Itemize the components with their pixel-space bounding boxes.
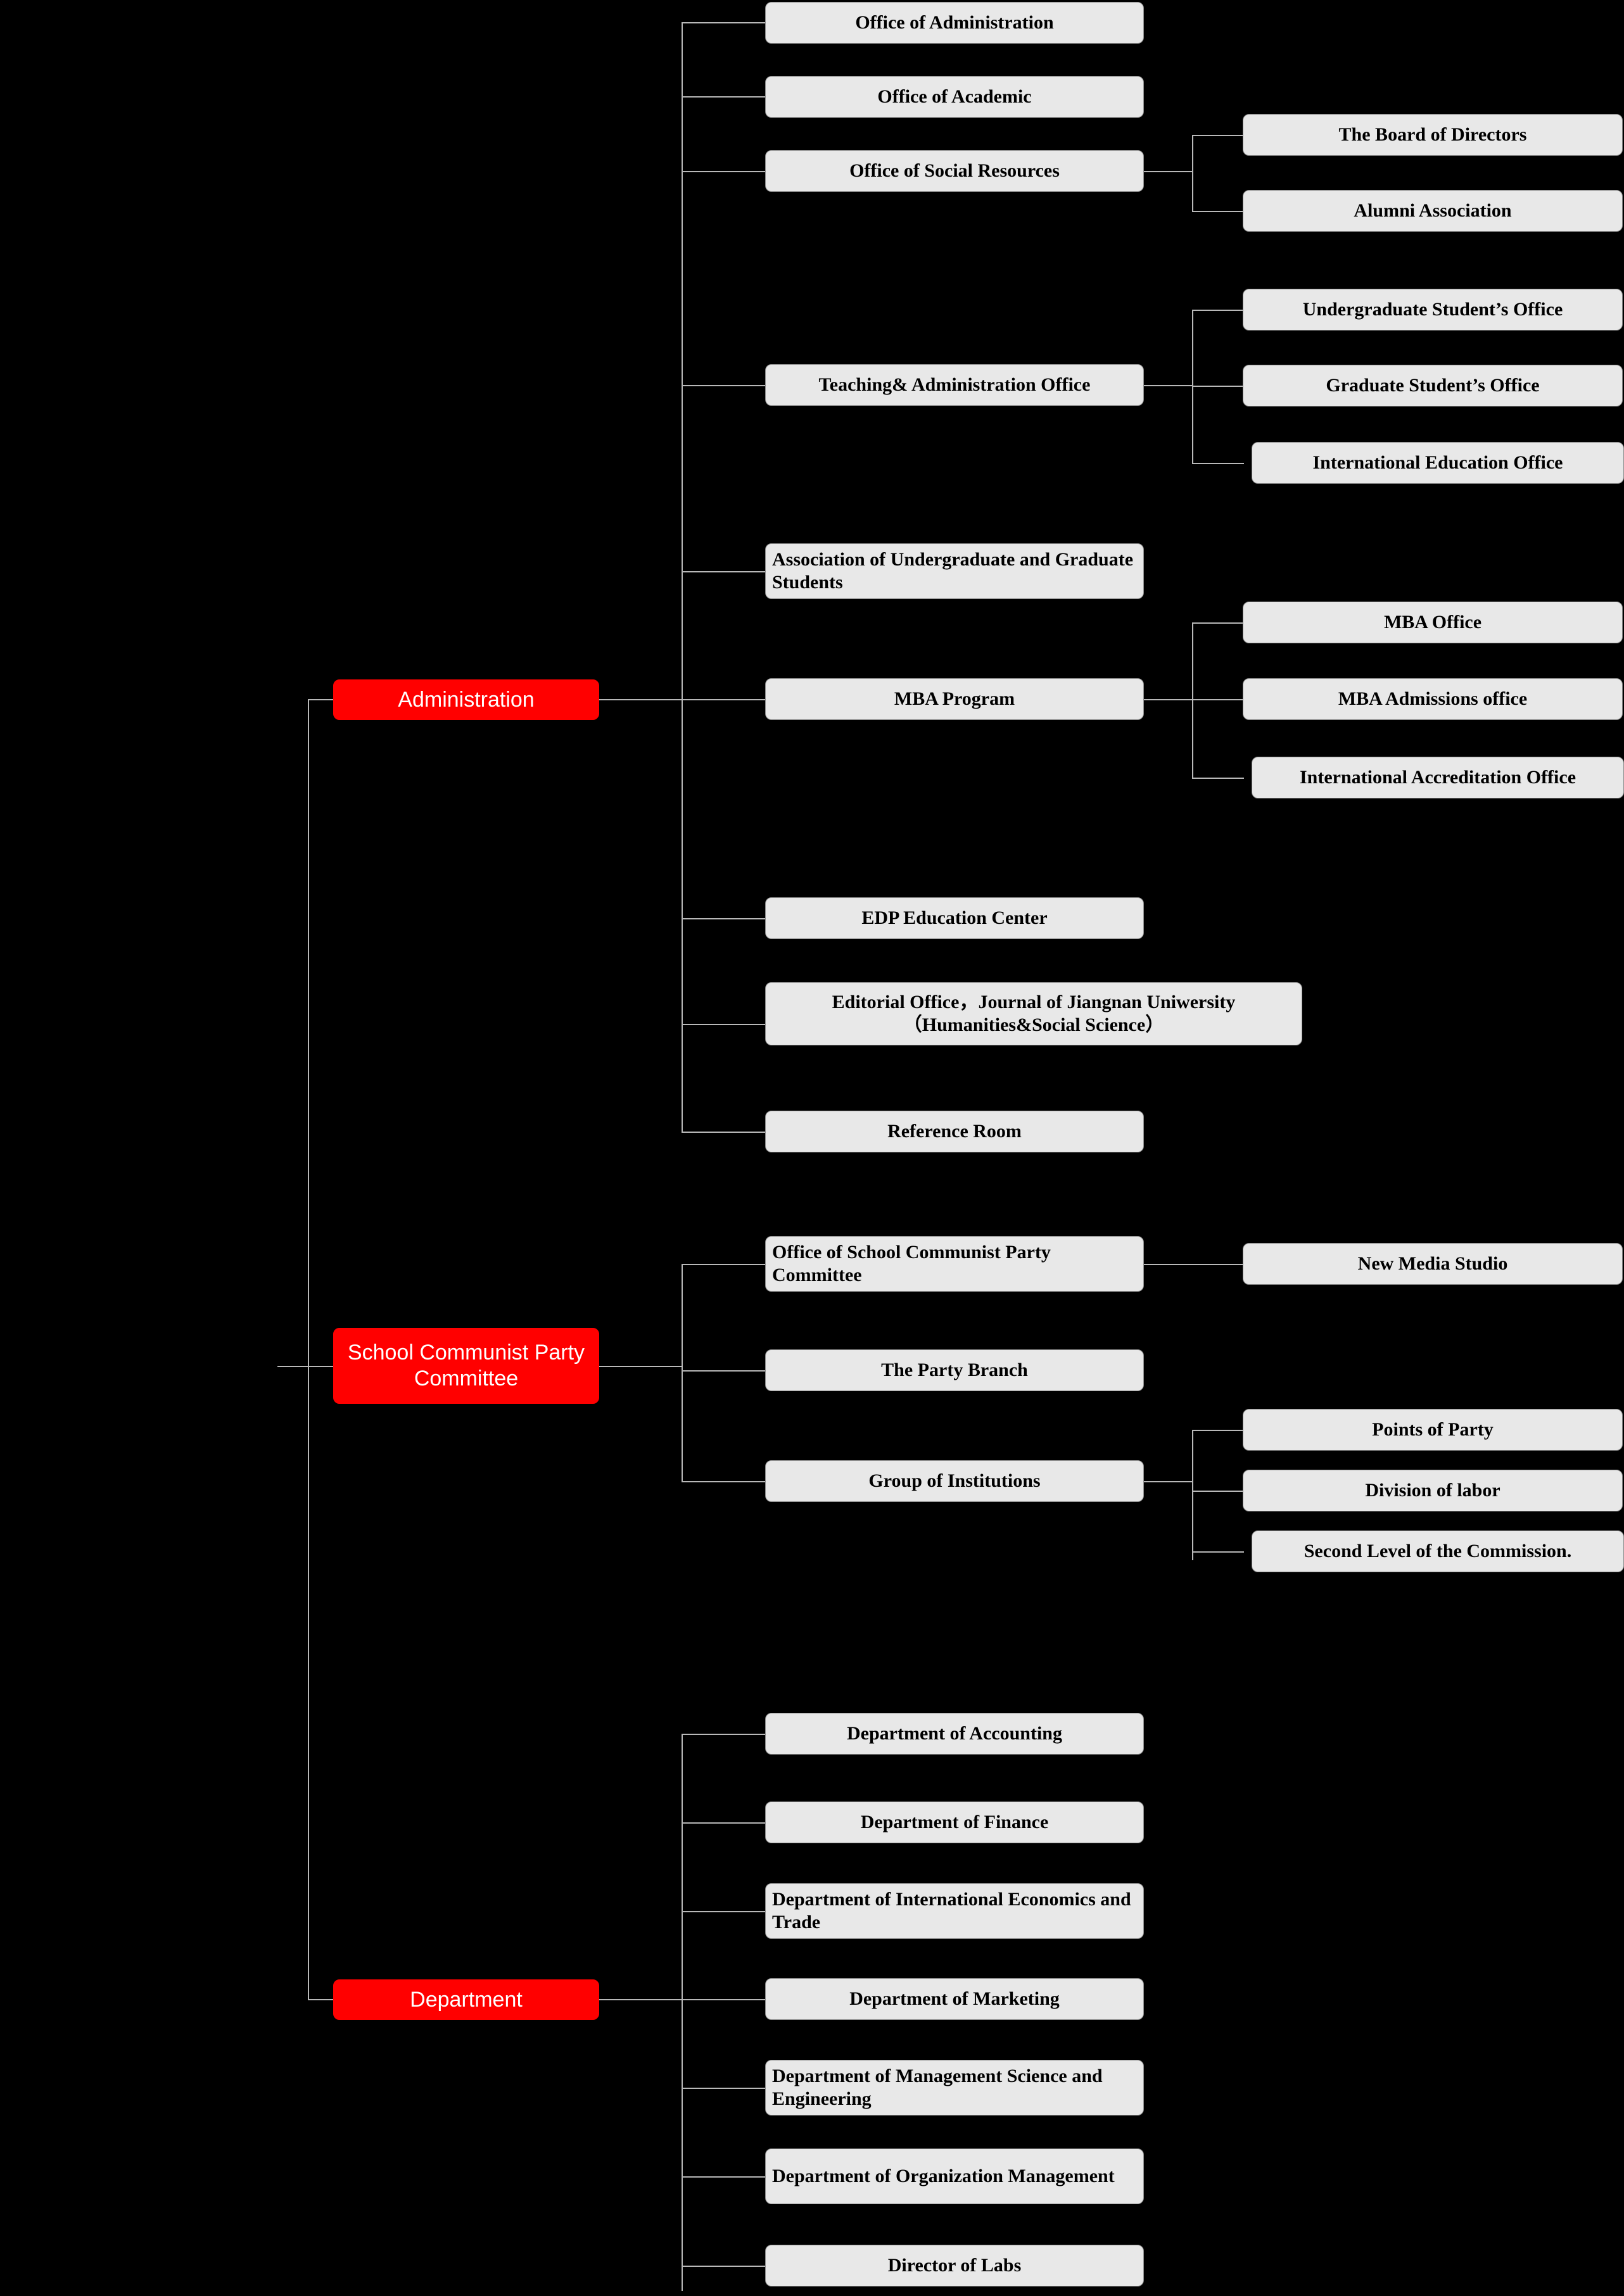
connector-party-child-1: [682, 1264, 766, 1265]
node-board-of-directors[interactable]: The Board of Directors: [1243, 114, 1623, 156]
connector-admin-child-2: [682, 96, 766, 98]
connector-administration-spine: [682, 22, 683, 1132]
branch-department[interactable]: Department: [333, 1979, 599, 2020]
connector-root-to-department: [308, 1999, 336, 2000]
node-mba-program[interactable]: MBA Program: [765, 678, 1144, 720]
node-graduate-students-office[interactable]: Graduate Student’s Office: [1243, 365, 1623, 407]
connector-teaching-out: [1144, 385, 1193, 386]
node-mba-office[interactable]: MBA Office: [1243, 602, 1623, 643]
node-teaching-administration-office[interactable]: Teaching& Administration Office: [765, 364, 1144, 406]
node-the-party-branch[interactable]: The Party Branch: [765, 1349, 1144, 1391]
connector-admin-child-4: [682, 385, 766, 386]
node-second-level-commission[interactable]: Second Level of the Commission.: [1252, 1530, 1624, 1572]
connector-dept-child-6: [682, 2176, 766, 2178]
node-office-of-social-resources[interactable]: Office of Social Resources: [765, 150, 1144, 192]
connector-dept-child-2: [682, 1822, 766, 1824]
node-association-undergrad-grad-students[interactable]: Association of Undergraduate and Graduat…: [765, 543, 1144, 599]
connector-admin-child-1: [682, 22, 766, 23]
node-points-of-party[interactable]: Points of Party: [1243, 1409, 1623, 1451]
connector-social-gc-1: [1192, 135, 1244, 136]
connector-group-gc-2: [1192, 1491, 1244, 1492]
connector-teaching-gc-1: [1192, 310, 1244, 311]
connector-group-gc-3: [1192, 1551, 1244, 1553]
connector-department-spine: [682, 1734, 683, 2291]
node-department-organization-management[interactable]: Department of Organization Management: [765, 2148, 1144, 2204]
connector-admin-child-3: [682, 171, 766, 172]
connector-dept-child-4: [682, 1999, 766, 2000]
node-office-of-academic[interactable]: Office of Academic: [765, 76, 1144, 118]
node-international-accreditation-office[interactable]: International Accreditation Office: [1252, 757, 1624, 798]
connector-teaching-gc-3: [1192, 463, 1244, 464]
connector-admin-child-8: [682, 1024, 766, 1025]
connector-root-stub: [277, 1366, 328, 1367]
node-department-of-finance[interactable]: Department of Finance: [765, 1801, 1144, 1843]
connector-mba-gc-1: [1192, 622, 1244, 624]
connector-party-office-to-media: [1144, 1264, 1249, 1265]
branch-party-committee[interactable]: School Communist Party Committee: [333, 1328, 599, 1404]
node-mba-admissions-office[interactable]: MBA Admissions office: [1243, 678, 1623, 720]
connector-dept-child-7: [682, 2266, 766, 2267]
node-office-of-administration[interactable]: Office of Administration: [765, 2, 1144, 44]
node-department-of-marketing[interactable]: Department of Marketing: [765, 1978, 1144, 2020]
node-edp-education-center[interactable]: EDP Education Center: [765, 897, 1144, 939]
connector-party-out: [599, 1366, 683, 1367]
connector-teaching-gc-2: [1192, 386, 1244, 387]
node-new-media-studio[interactable]: New Media Studio: [1243, 1243, 1623, 1285]
connector-social-spine: [1192, 135, 1193, 211]
connector-mba-gc-3: [1192, 778, 1244, 779]
connector-dept-child-5: [682, 2088, 766, 2089]
connector-admin-child-7: [682, 918, 766, 919]
connector-group-spine: [1192, 1430, 1193, 1560]
node-division-of-labor[interactable]: Division of labor: [1243, 1470, 1623, 1511]
connector-party-child-3: [682, 1481, 766, 1482]
node-department-of-accounting[interactable]: Department of Accounting: [765, 1713, 1144, 1755]
connector-party-child-2: [682, 1370, 766, 1372]
connector-department-out: [599, 1999, 683, 2000]
connector-root-to-administration: [308, 699, 336, 700]
connector-dept-child-1: [682, 1734, 766, 1735]
connector-social-gc-2: [1192, 211, 1244, 212]
node-director-of-labs[interactable]: Director of Labs: [765, 2245, 1144, 2287]
node-department-international-economics-trade[interactable]: Department of International Economics an…: [765, 1883, 1144, 1939]
connector-mba-gc-2: [1192, 699, 1244, 700]
connector-admin-child-6: [682, 699, 766, 700]
connector-group-out: [1144, 1481, 1193, 1482]
node-editorial-office-journal[interactable]: Editorial Office，Journal of Jiangnan Uni…: [765, 982, 1302, 1045]
node-department-management-science-engineering[interactable]: Department of Management Science and Eng…: [765, 2060, 1144, 2116]
node-reference-room[interactable]: Reference Room: [765, 1111, 1144, 1152]
connector-admin-child-5: [682, 571, 766, 572]
node-undergraduate-students-office[interactable]: Undergraduate Student’s Office: [1243, 289, 1623, 331]
node-office-school-party-committee[interactable]: Office of School Communist Party Committ…: [765, 1236, 1144, 1292]
node-international-education-office[interactable]: International Education Office: [1252, 442, 1624, 484]
connector-admin-child-9: [682, 1132, 766, 1133]
node-alumni-association[interactable]: Alumni Association: [1243, 190, 1623, 232]
node-group-of-institutions[interactable]: Group of Institutions: [765, 1460, 1144, 1502]
connector-dept-child-3: [682, 1911, 766, 1912]
connector-root-to-party: [308, 1366, 336, 1367]
connector-administration-out: [599, 699, 683, 700]
connector-mba-out: [1144, 699, 1193, 700]
branch-administration[interactable]: Administration: [333, 679, 599, 720]
connector-social-out: [1144, 171, 1193, 172]
connector-root-spine: [308, 699, 309, 2000]
connector-party-spine: [682, 1264, 683, 1481]
connector-group-gc-1: [1192, 1430, 1244, 1431]
